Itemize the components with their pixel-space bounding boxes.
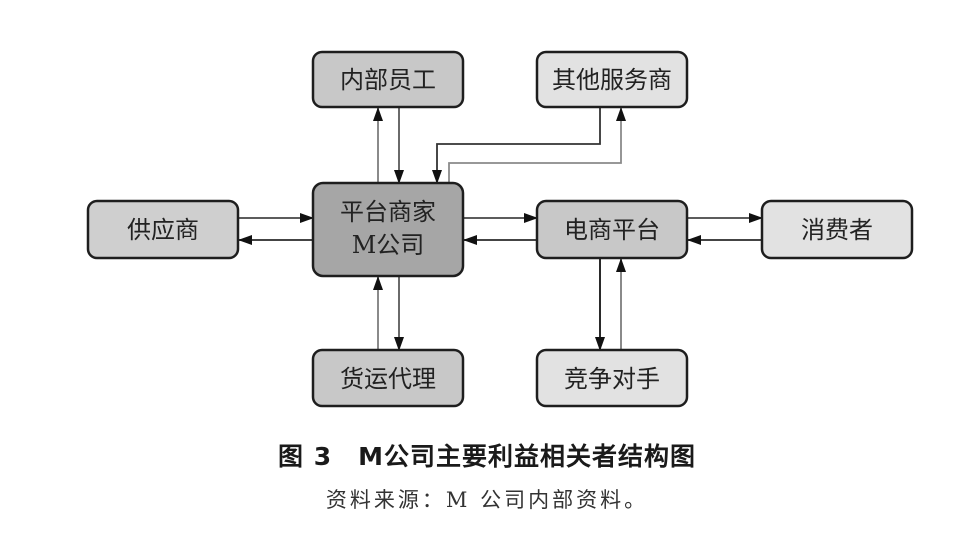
node-freight-agent: 货运代理 — [311, 348, 465, 408]
node-box — [311, 181, 465, 278]
node-box — [311, 50, 465, 109]
node-label: 电商平台 — [564, 216, 660, 244]
node-suppliers: 供应商 — [86, 199, 240, 260]
node-label: 供应商 — [127, 216, 199, 244]
node-box — [535, 50, 689, 109]
edge-merchant-to-services — [448, 107, 626, 183]
figure-caption-title: 图 3 M公司主要利益相关者结构图 — [278, 442, 696, 471]
node-label: 内部员工 — [340, 66, 436, 94]
node-competitors: 竞争对手 — [535, 348, 689, 408]
node-internal-staff: 内部员工 — [311, 50, 465, 109]
node-label: 竞争对手 — [564, 365, 660, 393]
edge-services-to-merchant — [432, 107, 601, 184]
node-label: 消费者 — [801, 216, 873, 244]
edges — [238, 107, 763, 351]
node-box — [86, 199, 240, 260]
node-other-service-providers: 其他服务商 — [535, 50, 689, 109]
node-label: 货运代理 — [340, 365, 436, 393]
node-consumers: 消费者 — [760, 199, 914, 260]
figure-caption-source: 资料来源：M 公司内部资料。 — [325, 488, 649, 512]
node-box — [311, 348, 465, 408]
node-platform-merchant: 平台商家 M公司 — [311, 181, 465, 278]
node-label-line1: 平台商家 — [340, 198, 436, 226]
node-ecommerce-platform: 电商平台 — [535, 199, 689, 260]
node-box — [760, 199, 914, 260]
node-box — [535, 199, 689, 260]
node-label-line2: M公司 — [352, 231, 425, 259]
node-box — [535, 348, 689, 408]
node-label: 其他服务商 — [552, 66, 672, 94]
